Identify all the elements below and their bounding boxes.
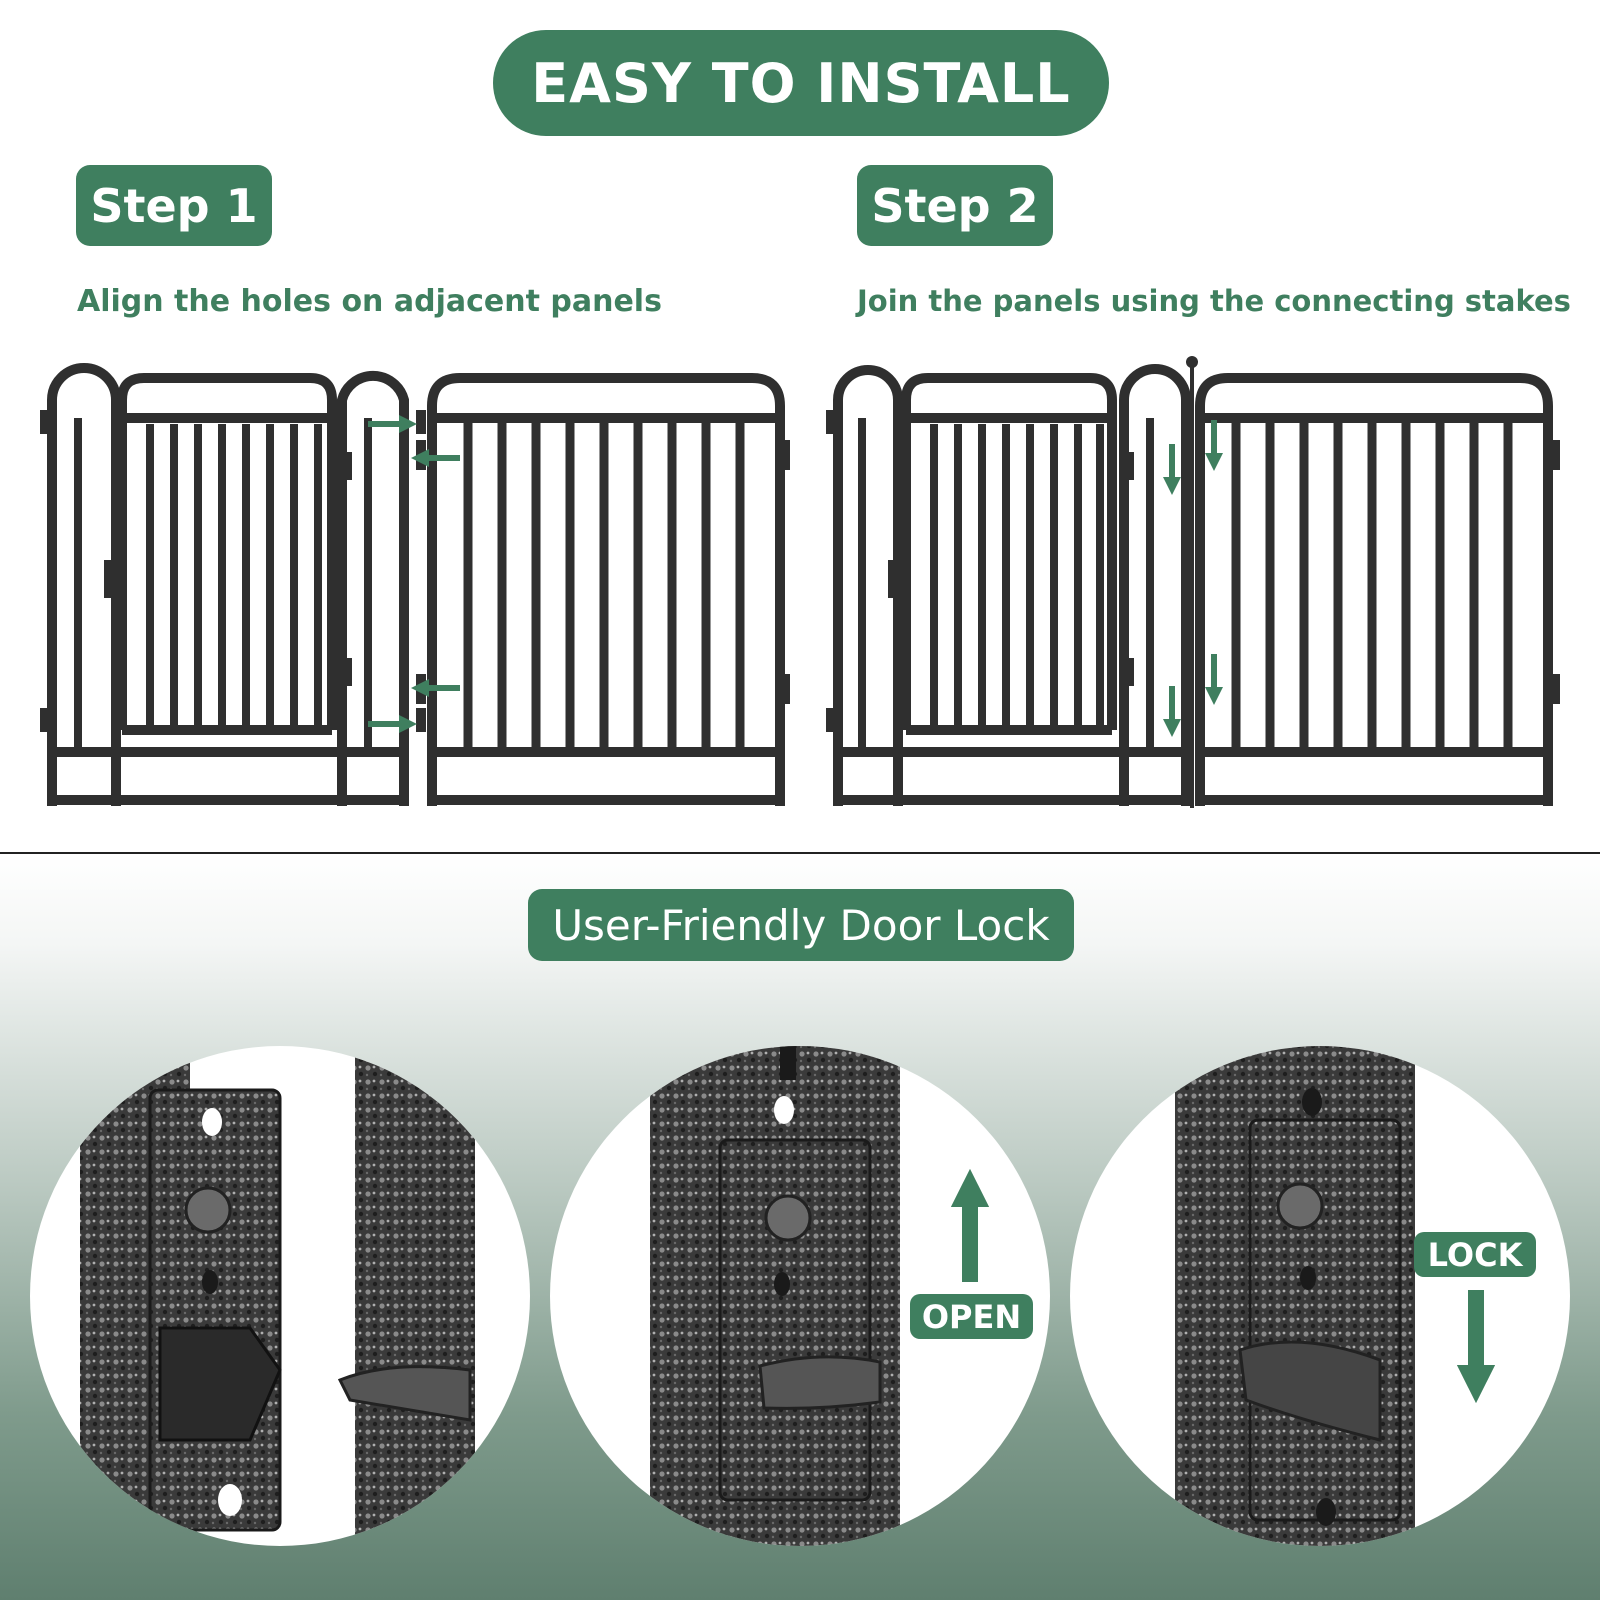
- lock-label: LOCK: [1414, 1232, 1536, 1277]
- step2-plain-panel: [1195, 373, 1553, 806]
- main-title: EASY TO INSTALL: [493, 30, 1109, 136]
- door-lock-title: User-Friendly Door Lock: [528, 889, 1074, 961]
- step1-align-arrows: [368, 415, 460, 733]
- lock-photo-open: [550, 1046, 1050, 1546]
- step1-badge: Step 1: [76, 165, 272, 246]
- section-divider: [0, 852, 1600, 854]
- connecting-stake: [1186, 356, 1198, 808]
- step1-gate-panel: [47, 363, 409, 806]
- open-label: OPEN: [910, 1294, 1033, 1339]
- step1-description: Align the holes on adjacent panels: [77, 284, 662, 319]
- lock-photo-detached: [30, 1046, 530, 1546]
- fence-illustration: [40, 356, 1560, 808]
- step2-gate-panel: [833, 364, 1191, 806]
- step1-plain-panel: [427, 373, 785, 806]
- step2-description: Join the panels using the connecting sta…: [857, 284, 1571, 318]
- lock-photo-locked: [1070, 1046, 1570, 1546]
- step2-hardware: [826, 410, 1560, 732]
- door-lock-photos: [30, 1046, 1570, 1546]
- step2-stake-arrows: [1163, 420, 1223, 737]
- step2-badge: Step 2: [857, 165, 1053, 246]
